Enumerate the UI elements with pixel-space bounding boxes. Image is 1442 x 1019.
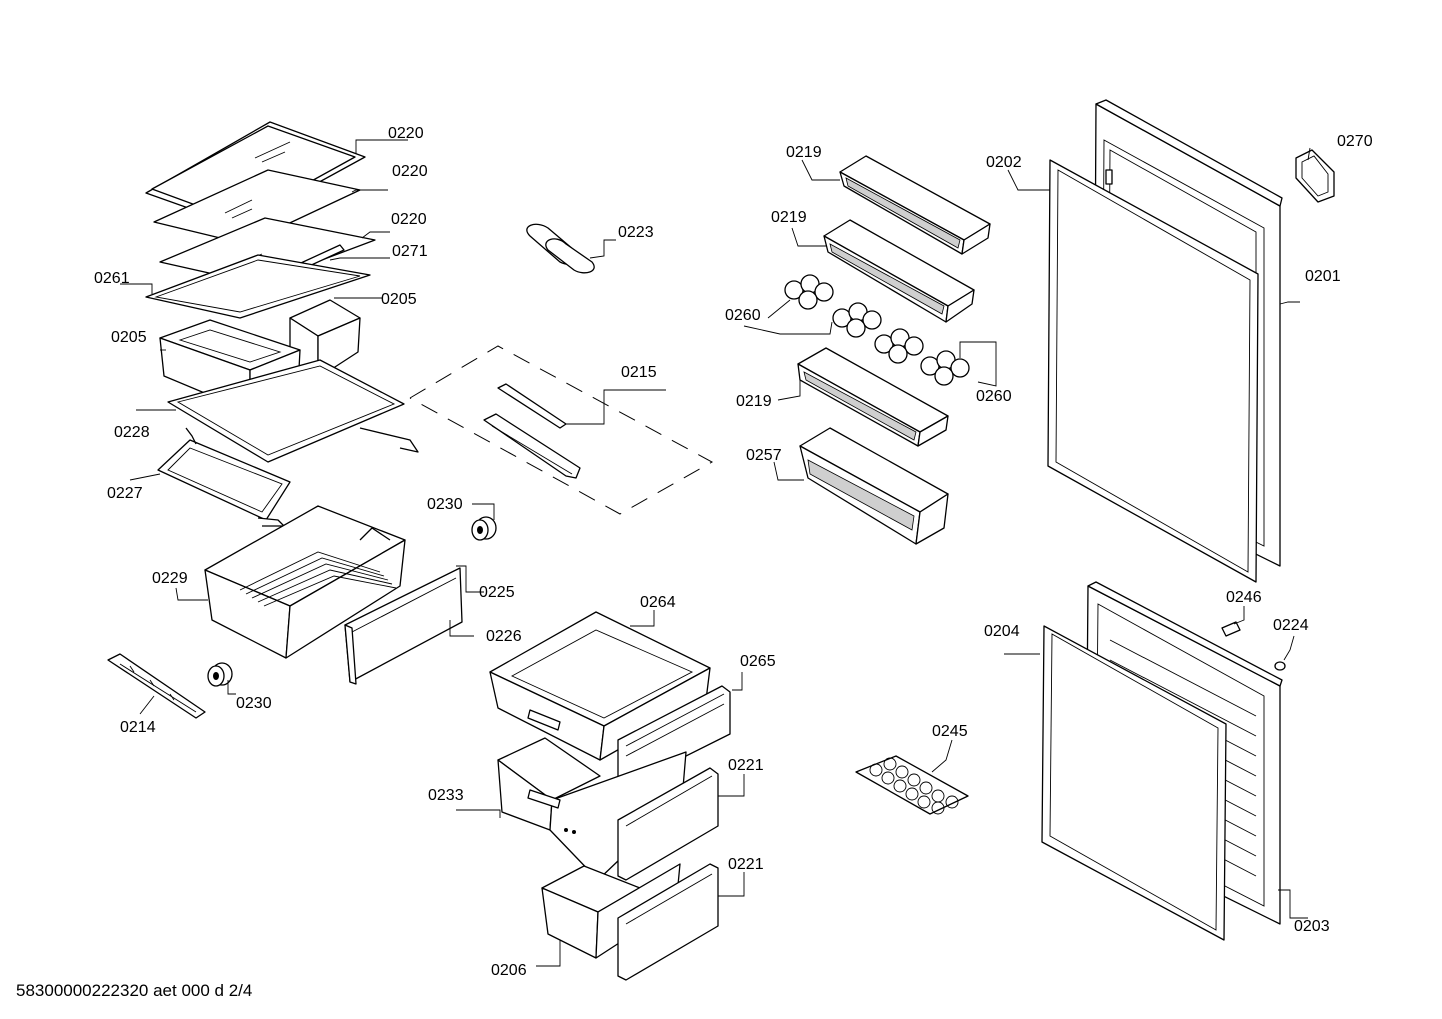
label-0228: 0228 xyxy=(114,424,150,441)
screw-0224 xyxy=(1274,661,1286,671)
label-0246: 0246 xyxy=(1226,589,1262,606)
door-shelf-0219-third xyxy=(797,347,949,447)
label-0202: 0202 xyxy=(986,154,1022,171)
label-0233: 0233 xyxy=(428,787,464,804)
label-0219-third: 0219 xyxy=(736,393,772,410)
label-0226: 0226 xyxy=(486,628,522,645)
label-0261: 0261 xyxy=(94,270,130,287)
label-0221-lower: 0221 xyxy=(728,856,764,873)
label-0270: 0270 xyxy=(1337,133,1373,150)
document-code: 58300000222320 aet 000 d 2/4 xyxy=(16,981,253,1000)
label-0230-upper: 0230 xyxy=(427,496,463,513)
label-0219-top: 0219 xyxy=(786,144,822,161)
door-shelf-0257 xyxy=(799,427,949,545)
shelf-0228 xyxy=(167,359,419,463)
front-panel-0221-upper xyxy=(617,767,719,881)
label-0271: 0271 xyxy=(392,243,428,260)
label-0220-middle: 0220 xyxy=(392,163,428,180)
leader-lines xyxy=(120,139,1311,967)
label-0220-lower: 0220 xyxy=(391,211,427,228)
front-panel-0226 xyxy=(344,567,463,685)
label-0203: 0203 xyxy=(1294,918,1330,935)
drawer-0205-right xyxy=(289,299,361,379)
label-0206: 0206 xyxy=(491,962,527,979)
door-shelf-0219-top xyxy=(839,155,991,255)
label-0264: 0264 xyxy=(640,594,676,611)
label-0223: 0223 xyxy=(618,224,654,241)
label-0260-right: 0260 xyxy=(976,388,1012,405)
egg-tray-0260-c xyxy=(874,328,924,364)
label-0204: 0204 xyxy=(984,623,1020,640)
drawer-0264 xyxy=(489,611,711,761)
ice-tray-0245 xyxy=(855,755,969,815)
label-0215: 0215 xyxy=(621,364,657,381)
label-0205-right: 0205 xyxy=(381,291,417,308)
label-0229: 0229 xyxy=(152,570,188,587)
label-0224: 0224 xyxy=(1273,617,1309,634)
label-0265: 0265 xyxy=(740,653,776,670)
label-0257: 0257 xyxy=(746,447,782,464)
door-shelf-0219-second xyxy=(823,219,975,323)
gasket-0204 xyxy=(1041,625,1227,941)
cover-0215 xyxy=(409,345,714,515)
label-0225: 0225 xyxy=(479,584,515,601)
front-panel-0221-lower xyxy=(617,863,719,981)
egg-tray-0260-b xyxy=(832,302,882,338)
part-labels: 0220 0220 0220 0271 0261 0205 0205 0228 … xyxy=(94,125,1373,979)
label-0219-second: 0219 xyxy=(771,209,807,226)
label-0227: 0227 xyxy=(107,485,143,502)
part-0246 xyxy=(1221,621,1241,637)
label-0221-upper: 0221 xyxy=(728,757,764,774)
roller-0230-upper xyxy=(471,516,497,541)
label-0205-left: 0205 xyxy=(111,329,147,346)
gasket-0202 xyxy=(1047,159,1259,583)
frame-0227 xyxy=(157,427,291,527)
drawer-0233 xyxy=(497,737,687,881)
egg-tray-0260-a xyxy=(784,274,834,310)
crisper-drawer-0229 xyxy=(204,505,406,659)
shelf-frame-0261 xyxy=(145,254,371,319)
egg-tray-0260-d xyxy=(920,350,970,386)
label-0245: 0245 xyxy=(932,723,968,740)
label-0201: 0201 xyxy=(1305,268,1341,285)
rail-0214 xyxy=(107,653,206,719)
label-0220-top: 0220 xyxy=(388,125,424,142)
label-0230-lower: 0230 xyxy=(236,695,272,712)
label-0214: 0214 xyxy=(120,719,156,736)
hinge-cover-0270 xyxy=(1295,149,1335,203)
label-0260-left: 0260 xyxy=(725,307,761,324)
roller-0230-lower xyxy=(207,662,233,687)
seal-0223 xyxy=(526,223,595,274)
